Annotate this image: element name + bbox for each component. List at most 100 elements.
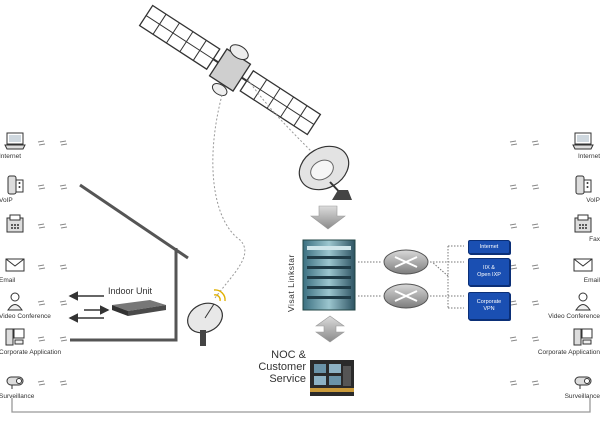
service-item[interactable]: Surveillance [0,370,46,410]
service-label: Video Conference [0,313,51,320]
envelope-icon [572,254,594,280]
service-item[interactable]: Corporate Application [538,326,600,366]
service-item[interactable]: Corporate Application [0,326,61,366]
signal-dash [37,380,46,386]
bottom-bracket-line [11,398,591,413]
signal-dash [531,336,540,342]
service-item[interactable]: Video Conference [0,290,51,330]
service-label: Video Conference [548,313,600,320]
signal-dash [37,264,46,270]
satellite-icon [138,4,322,136]
signal-dash [531,184,540,190]
signal-dash [59,184,68,190]
service-box-label: Internet [479,243,499,250]
bidirectional-arrow-icon [315,315,345,343]
service-label: Email [0,277,16,284]
service-box-label-2: VPN [483,306,495,312]
service-label: Corporate Application [537,349,600,356]
signal-dash [509,264,518,270]
indoor-unit-label: Indoor Unit [108,286,153,296]
signal-dash [509,380,518,386]
signal-dash [531,223,540,229]
service-item[interactable]: Video Conference [548,290,600,330]
fax-icon [4,213,26,239]
service-box-label-2: Open IXP [477,272,501,278]
person-icon [572,290,594,316]
service-label: VoIP [586,197,600,204]
service-item[interactable]: Surveillance [554,370,600,410]
signal-dash [531,264,540,270]
camera-icon [4,370,26,396]
laptop-icon [4,130,26,156]
signal-dash [531,140,540,146]
signal-dash [531,380,540,386]
service-label: Fax [589,236,600,243]
signal-dash [509,336,518,342]
signal-dash [59,223,68,229]
indoor-unit-icon [112,300,166,316]
noc-label-line2: Customer [258,361,306,373]
service-label: Surveillance [0,393,35,400]
service-box-iix[interactable]: IIX & Open IXP [468,258,510,286]
signal-dash [59,380,68,386]
service-item[interactable]: VoIP [554,174,600,214]
house-outline [70,183,189,342]
signal-dash [59,336,68,342]
uplink-dashed-line [212,94,246,299]
router-icon [383,249,429,275]
signal-dash [37,223,46,229]
fax-icon [572,213,594,239]
envelope-icon [4,254,26,280]
computer-icon [572,326,594,352]
router-icon [383,283,429,309]
service-box-internet[interactable]: Internet [468,240,510,254]
service-box-label: Corporate [476,299,502,305]
phone-icon [572,174,594,200]
noc-label: NOC & Customer Service [240,349,306,385]
link-lines [358,245,464,309]
service-label: Surveillance [564,393,600,400]
service-label: Email [583,277,600,284]
signal-dash [37,336,46,342]
side-dash-arrows [37,140,540,386]
down-arrow-icon [310,205,346,230]
service-item[interactable] [0,213,46,253]
service-label: Internet [577,153,600,160]
noc-workstation-icon [310,360,354,396]
signal-dash [509,223,518,229]
hub-dish-icon [298,145,352,200]
signal-dash [59,264,68,270]
service-item[interactable]: Email [554,254,600,294]
service-label: VoIP [0,197,13,204]
service-item[interactable]: Fax [554,213,600,253]
service-box-vpn[interactable]: Corporate VPN [468,292,510,320]
signal-dash [509,184,518,190]
service-label: Internet [0,153,22,160]
hub-label: Visat Linkstar [286,254,296,312]
camera-icon [572,370,594,396]
phone-icon [4,174,26,200]
service-item[interactable]: Internet [0,130,46,170]
service-item[interactable]: Internet [554,130,600,170]
remote-dish-icon [187,289,226,346]
noc-label-line1: NOC & [271,349,306,361]
service-label: Corporate Application [0,349,62,356]
computer-icon [4,326,26,352]
signal-dash [37,184,46,190]
signal-dash [509,140,518,146]
server-rack-icon [302,239,356,311]
signal-dash [531,300,540,306]
service-item[interactable]: Email [0,254,46,294]
signal-dash [59,300,68,306]
signal-dash [59,140,68,146]
service-box-label: IIX & [483,265,495,271]
person-icon [4,290,26,316]
service-item[interactable]: VoIP [0,174,46,214]
signal-dash [37,140,46,146]
noc-label-line3: Service [269,373,306,385]
laptop-icon [572,130,594,156]
signal-dash [509,300,518,306]
signal-dash [37,300,46,306]
